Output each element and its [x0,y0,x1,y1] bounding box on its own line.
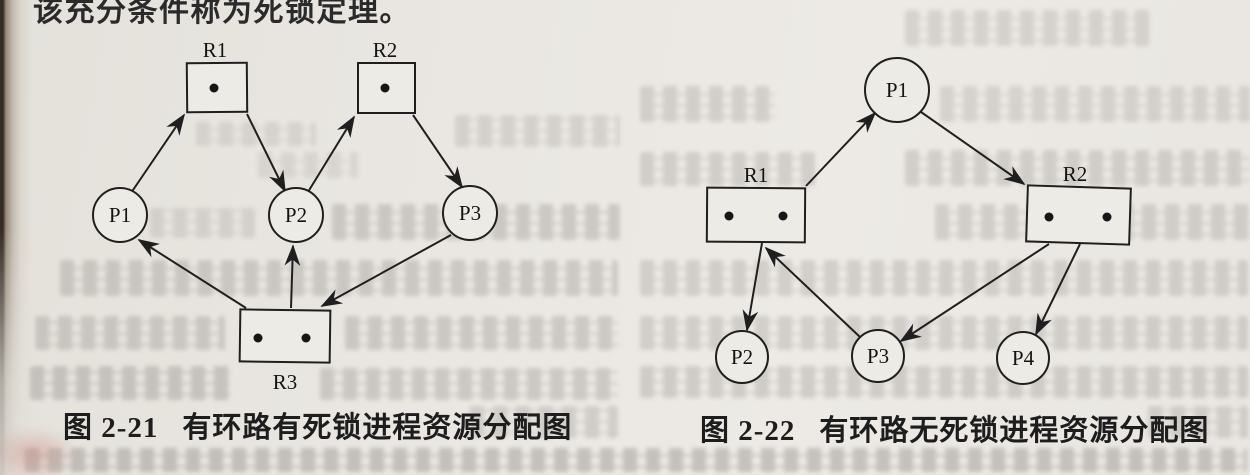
node-P4: P4 [996,331,1050,385]
node-R2: R2 [357,38,416,114]
node-label: R3 [273,370,298,394]
node-P3: P3 [442,185,498,241]
node-label: P3 [867,344,889,368]
node-label: R1 [203,38,228,62]
figure-number: 图 2-21 [63,412,159,444]
resource-box [1025,184,1132,246]
node-label: P1 [886,78,908,102]
bleedthrough-noise [25,448,1247,472]
node-label: P2 [731,345,753,369]
node-R3: R3 [238,308,332,394]
resource-box [705,186,807,244]
bleedthrough-noise [640,260,1248,296]
bleedthrough-noise [455,115,620,147]
bleedthrough-noise [345,316,618,350]
node-label: R1 [744,163,769,187]
bleedthrough-noise [1148,406,1248,438]
process-circle [864,57,930,123]
resource-unit-dot [778,211,788,221]
figure-2-21-caption: 图 2-21 有环路有死锁进程资源分配图 [63,404,572,446]
bleedthrough-noise [640,86,775,122]
node-label: P1 [109,203,131,227]
corner-smudge [0,426,78,475]
bleedthrough-noise [940,86,1250,122]
node-P3: P3 [851,329,905,383]
node-R1: R1 [705,163,807,244]
edge-R3-to-P2 [284,244,301,309]
node-label: R2 [373,38,398,62]
process-circle [268,187,324,243]
edge-R3-to-P1 [137,239,247,309]
node-R2: R2 [1025,162,1132,246]
figure-title: 有环路无死锁进程资源分配图 [819,415,1210,447]
resource-unit-dot [1044,212,1054,222]
edge-R1-to-P1 [805,111,877,187]
resource-box [238,308,332,364]
bleedthrough-noise [150,208,255,238]
edge-P1-to-R2 [920,111,1026,186]
process-circle [92,187,148,243]
resource-unit-dot [724,211,734,221]
bleedthrough-noise [640,152,815,186]
bleedthrough-noise [905,10,1150,46]
process-circle [442,185,498,241]
edge-P2-to-R2 [307,115,355,193]
node-label: P4 [1012,346,1035,370]
figure-2-22-caption: 图 2-22 有环路无死锁进程资源分配图 [700,407,1209,449]
bleedthrough-noise [30,366,230,400]
node-P1: P1 [864,57,930,123]
node-P2: P2 [268,187,324,243]
resource-unit-dot [209,83,219,93]
edge-R2-to-P3 [899,243,1050,342]
process-circle [996,331,1050,385]
resource-unit-dot [380,83,390,93]
node-R1: R1 [185,38,249,114]
process-circle [715,330,769,384]
edge-P3-to-R1 [764,246,861,338]
bleedthrough-noise [470,406,618,438]
edge-R1-to-P2 [742,242,763,332]
node-label: R2 [1063,162,1088,186]
edge-P1-to-R1 [130,113,186,194]
node-label: P2 [285,203,307,227]
process-circle [851,329,905,383]
edge-P3-to-R3 [320,234,452,307]
figure-number: 图 2-22 [700,415,796,447]
edge-R1-to-P2 [246,113,286,193]
node-P1: P1 [92,187,148,243]
bleedthrough-noise [905,150,1250,186]
book-gutter-shadow [0,0,32,475]
paragraph-text: 该充分条件称为死锁定理。 [33,0,411,28]
node-P2: P2 [715,330,769,384]
edge-R2-to-P3 [412,114,464,189]
node-label: P3 [459,201,481,225]
edge-R2-to-P4 [1035,243,1081,336]
figure-title: 有环路有死锁进程资源分配图 [182,412,573,444]
resource-unit-dot [1102,212,1112,222]
bleedthrough-noise [320,368,618,400]
bleedthrough-noise [35,316,225,350]
resource-unit-dot [301,333,311,343]
resource-unit-dot [253,333,263,343]
